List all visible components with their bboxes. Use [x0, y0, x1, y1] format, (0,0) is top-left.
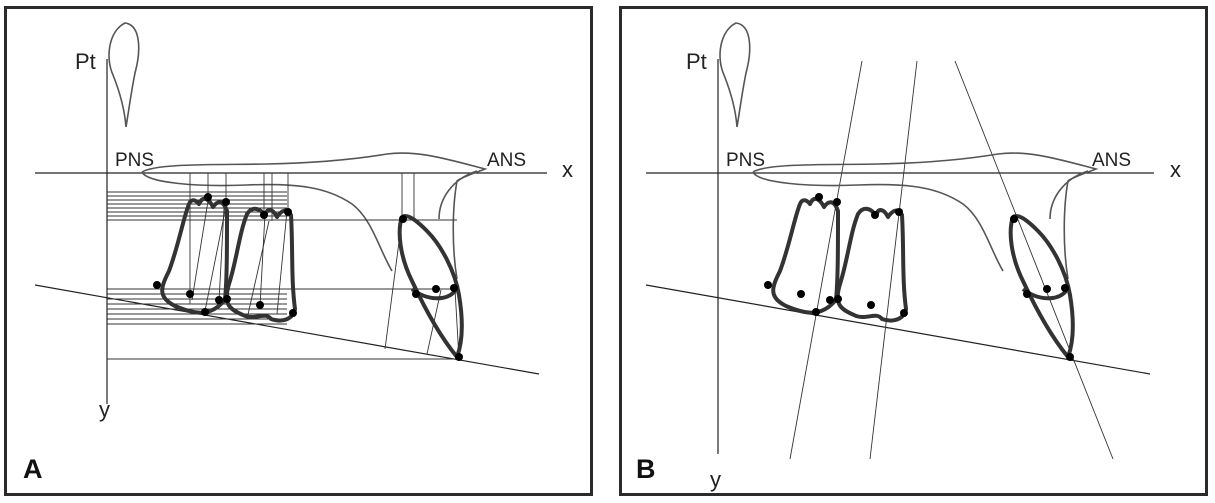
- label-x: x: [1170, 157, 1181, 182]
- label-pns: PNS: [726, 150, 765, 171]
- first-molar-outline: [771, 196, 840, 315]
- label-y: y: [710, 467, 721, 492]
- label-ans: ANS: [1092, 150, 1131, 171]
- panel-letter: A: [23, 454, 43, 484]
- palate-outline: [141, 152, 488, 280]
- projection-lines-vertical: [189, 173, 460, 360]
- occlusal-plane-line: [645, 284, 1151, 375]
- label-ans: ANS: [487, 150, 526, 171]
- panel-a: Pt PNS ANS x y A: [4, 6, 593, 496]
- label-y: y: [99, 397, 110, 422]
- incisor-outline: [397, 214, 464, 359]
- landmark-dots: [153, 193, 463, 361]
- landmark-dots: [764, 193, 1074, 361]
- panel-b: Pt PNS ANS x y B: [619, 6, 1208, 496]
- pterygoid-outline: [719, 22, 751, 128]
- incisor-axis-line: [954, 60, 1114, 460]
- alveolar-outline: [438, 170, 478, 220]
- label-pt: Pt: [686, 49, 707, 74]
- label-x: x: [562, 157, 573, 182]
- molar-axis-line-2: [869, 60, 918, 460]
- incisor-outline: [1008, 214, 1075, 359]
- palate-lower-outline: [752, 171, 1004, 272]
- diagram-b: Pt PNS ANS x y B: [636, 22, 1181, 492]
- palate-outline: [752, 152, 1099, 280]
- pterygoid-outline: [108, 22, 140, 128]
- palate-lower-outline: [141, 171, 393, 272]
- diagram-a: Pt PNS ANS x y A: [23, 22, 573, 484]
- alveolar-outline: [1049, 170, 1089, 220]
- label-pns: PNS: [115, 150, 154, 171]
- molar-axis-line-1: [789, 60, 863, 460]
- panel-letter: B: [636, 454, 656, 484]
- label-pt: Pt: [75, 49, 96, 74]
